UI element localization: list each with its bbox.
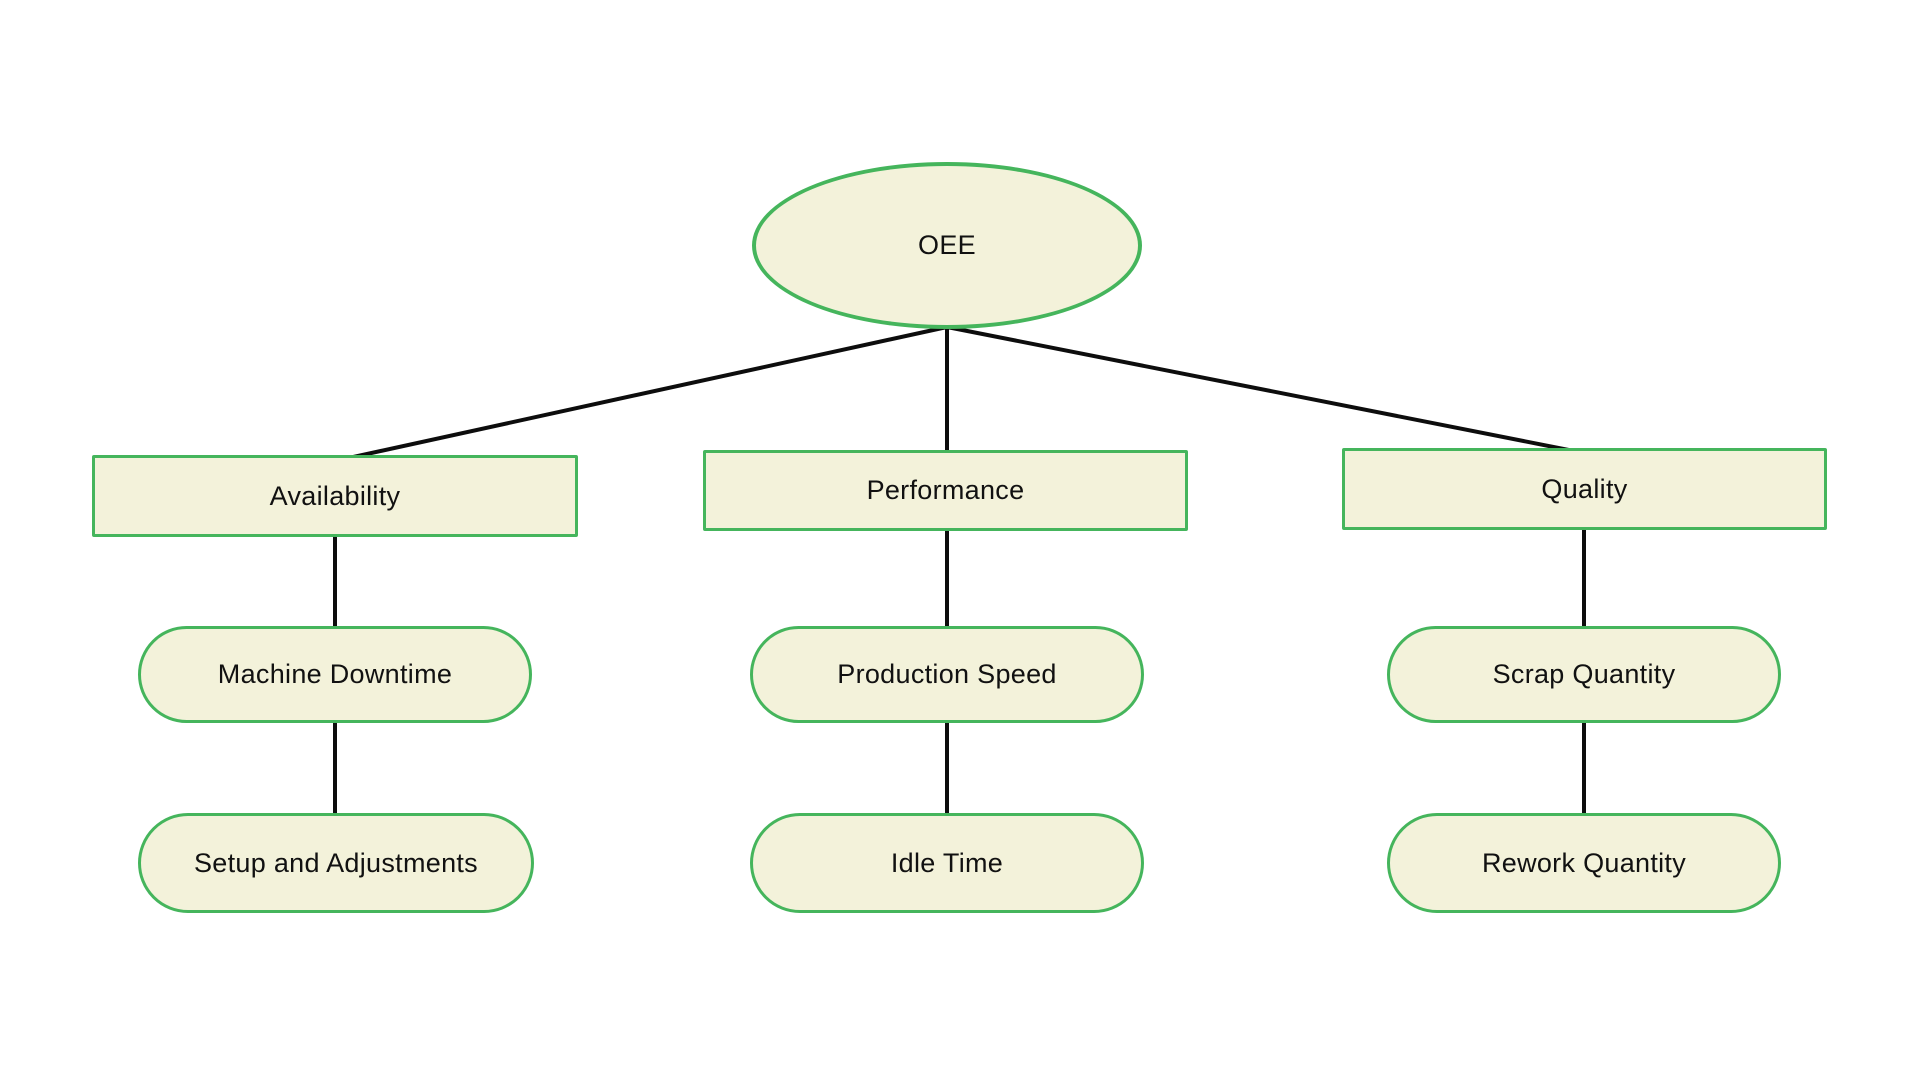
node-setup-and-adjustments: Setup and Adjustments — [138, 813, 534, 913]
node-machine-downtime: Machine Downtime — [138, 626, 532, 723]
node-production-speed: Production Speed — [750, 626, 1144, 723]
node-rework-quantity-label: Rework Quantity — [1481, 847, 1687, 878]
node-production-speed-label: Production Speed — [837, 659, 1057, 689]
node-rework-quantity: Rework Quantity — [1387, 813, 1781, 913]
node-quality-label: Quality — [1541, 473, 1628, 504]
node-scrap-quantity: Scrap Quantity — [1387, 626, 1781, 723]
node-quality: Quality — [1342, 448, 1827, 530]
node-scrap-quantity-label: Scrap Quantity — [1492, 659, 1676, 689]
node-idle-time: Idle Time — [750, 813, 1144, 913]
node-machine-downtime-label: Machine Downtime — [217, 659, 453, 689]
node-availability-label: Availability — [269, 480, 401, 511]
node-performance-label: Performance — [866, 475, 1025, 505]
node-oee-label: OEE — [918, 230, 976, 260]
node-performance: Performance — [703, 450, 1188, 531]
node-setup-and-adjustments-label: Setup and Adjustments — [194, 847, 478, 878]
node-availability: Availability — [92, 455, 578, 537]
edge-oee-quality — [945, 325, 1586, 455]
node-oee: OEE — [752, 162, 1142, 329]
node-idle-time-label: Idle Time — [890, 847, 1004, 878]
edge-oee-availability — [333, 325, 949, 463]
